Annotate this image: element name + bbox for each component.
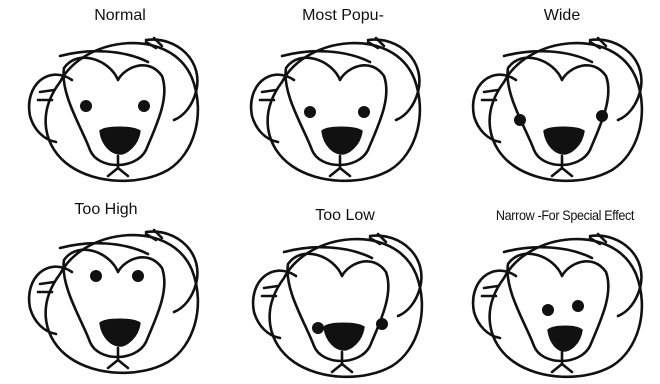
bear-face-normal (20, 28, 210, 188)
mouth-line (552, 352, 572, 372)
right-ear (370, 236, 421, 316)
left-eye (542, 304, 554, 316)
right-eye (376, 318, 388, 330)
bear-face-too-high (20, 220, 210, 380)
mouth-line (108, 348, 128, 368)
right-ear (590, 40, 641, 120)
bear-face-too-low (244, 224, 434, 384)
left-eye (90, 270, 102, 282)
mouth-line (108, 156, 128, 176)
label-narrow-special-effect: Narrow -For Special Effect (496, 207, 634, 223)
right-eye (596, 110, 608, 122)
nose (100, 319, 140, 346)
right-ear (368, 40, 419, 120)
nose (548, 326, 582, 351)
right-ear (590, 236, 641, 316)
left-eye (304, 106, 316, 118)
left-eye (514, 114, 526, 126)
mouth-line (332, 352, 352, 372)
mouth-line (330, 156, 350, 176)
label-normal: Normal (94, 7, 146, 25)
bear-face-most-popular (242, 28, 432, 188)
left-eye (312, 322, 324, 334)
right-eye (358, 106, 370, 118)
right-eye (132, 270, 144, 282)
right-ear (146, 232, 197, 312)
right-eye (572, 300, 584, 312)
nose (324, 323, 364, 350)
bear-face-wide (464, 28, 654, 188)
label-too-high: Too High (74, 201, 137, 219)
label-wide: Wide (544, 7, 580, 25)
bear-face-narrow (464, 224, 654, 384)
label-too-low: Too Low (315, 207, 375, 225)
right-ear (146, 40, 197, 120)
nose (100, 127, 140, 154)
nose (544, 127, 584, 154)
left-eye (80, 100, 92, 112)
nose (322, 127, 362, 154)
label-most-popular: Most Popu- (302, 7, 384, 25)
right-eye (138, 100, 150, 112)
mouth-line (552, 156, 572, 176)
